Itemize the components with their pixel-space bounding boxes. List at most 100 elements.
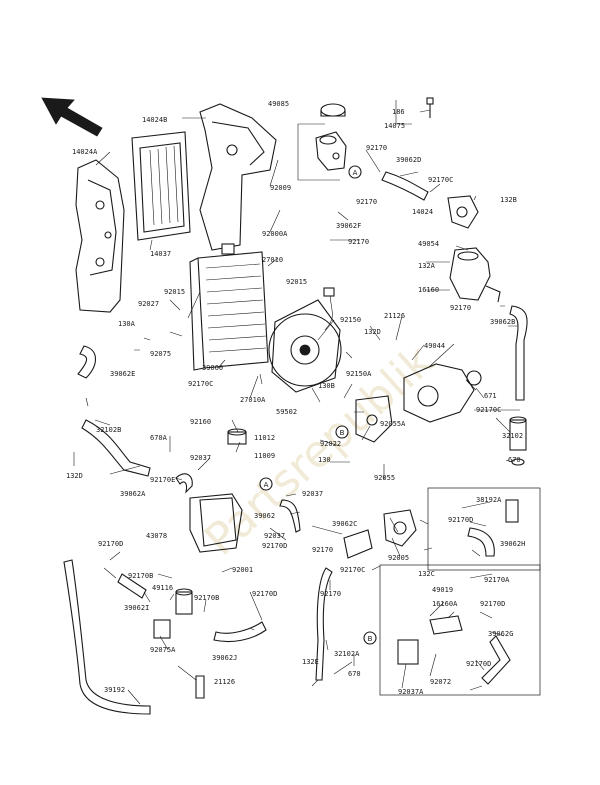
part-label: 92037 (190, 454, 211, 462)
part-label: 21126 (384, 312, 405, 320)
bracket-21126 (195, 675, 205, 699)
thermostat-32102A (383, 509, 417, 547)
part-label: 670 (348, 670, 361, 678)
part-label: 92005 (388, 554, 409, 562)
part-label: 92170 (320, 590, 341, 598)
part-label: 671 (484, 392, 497, 400)
svg-text:B: B (340, 429, 345, 437)
part-label: 92001 (232, 566, 253, 574)
part-label: 92055 (374, 474, 395, 482)
part-label: 92170 (356, 198, 377, 206)
part-label: 32102B (96, 426, 121, 434)
callout-b-bottom: B (363, 631, 377, 645)
part-label: 39062J (212, 654, 237, 662)
part-label: 92170E (150, 476, 175, 484)
pipe-39192 (63, 559, 151, 715)
part-label: 92075A (150, 646, 176, 654)
front-direction-arrow-icon (41, 97, 103, 137)
part-label: 32102A (334, 650, 360, 658)
part-label: 14024B (142, 116, 167, 124)
part-label: 92015 (286, 278, 307, 286)
part-label: 92170D (480, 600, 505, 608)
part-label: 92037 (264, 532, 285, 540)
part-label: 92170 (348, 238, 369, 246)
part-label: 130 (318, 456, 331, 464)
part-label: 32102 (502, 432, 523, 440)
part-label: 27010A (240, 396, 266, 404)
thermostat-cap (449, 247, 501, 303)
hose-39062G (481, 635, 511, 685)
part-label: 39062B (490, 318, 515, 326)
part-label: 21126 (214, 678, 235, 686)
part-label: 49085 (268, 100, 289, 108)
reservoir-tank (189, 493, 243, 553)
part-label: 11012 (254, 434, 275, 442)
part-label: 39062H (500, 540, 525, 548)
part-label: 132D (66, 472, 83, 480)
part-label: 27010 (262, 256, 283, 264)
hose-39062H (467, 527, 495, 557)
part-label: 39062G (488, 630, 513, 638)
part-label: 39062E (110, 370, 135, 378)
part-label: 39062D (396, 156, 421, 164)
part-label: 14024A (72, 148, 98, 156)
leader-lines (73, 100, 520, 705)
part-label: 132D (364, 328, 381, 336)
cooling-fan (268, 287, 342, 393)
pump-cover (355, 395, 393, 443)
part-label: 39062I (124, 604, 149, 612)
part-label: 92170C (428, 176, 453, 184)
part-label: 92037 (302, 490, 323, 498)
bolt-186 (426, 97, 434, 118)
callout-a-bottom: A (259, 477, 273, 491)
part-label: 670 (508, 456, 521, 464)
filler-cap (320, 103, 346, 117)
right-shroud (199, 103, 277, 251)
hose-39062I (117, 573, 147, 599)
part-label: 59502 (276, 408, 297, 416)
part-label: 92160 (190, 418, 211, 426)
inset-frame-right (379, 564, 541, 696)
part-label: 132E (302, 658, 319, 666)
part-label: 39062 (254, 512, 275, 520)
callout-a-top: A (348, 165, 362, 179)
radiator-core (189, 243, 269, 371)
svg-text:A: A (264, 481, 269, 489)
hose-39062 (279, 499, 301, 533)
part-label: 92170 (312, 546, 333, 554)
part-label: 49044 (424, 342, 445, 350)
part-label: 92022 (320, 440, 341, 448)
part-label: 92037A (398, 688, 424, 696)
pipe-32102 (509, 416, 527, 466)
water-pump (403, 363, 482, 423)
part-label: 92072 (430, 678, 451, 686)
hose-39062J (213, 621, 267, 643)
part-label: 39062C (332, 520, 357, 528)
left-shroud (75, 159, 125, 313)
part-label: 49019 (432, 586, 453, 594)
svg-text:A: A (353, 169, 358, 177)
part-label: 670A (150, 434, 168, 442)
part-label: 92170C (188, 380, 213, 388)
part-label: 92000A (262, 230, 288, 238)
hose-39062B (509, 305, 528, 401)
part-label: 92170 (450, 304, 471, 312)
part-label: 92150 (340, 316, 361, 324)
part-label: 92170B (128, 572, 153, 580)
part-label: 43078 (146, 532, 167, 540)
fitting-38192A (505, 499, 519, 523)
part-label: 92009 (270, 184, 291, 192)
part-label: 92015 (164, 288, 185, 296)
part-label: 92170B (194, 594, 219, 602)
part-label: 132B (500, 196, 517, 204)
part-label: 92170D (98, 540, 123, 548)
valve-49019 (429, 615, 463, 635)
part-label: 92170D (466, 660, 491, 668)
cap-92037A (397, 639, 419, 665)
pipe-32102A (315, 567, 333, 681)
part-label: 92170D (448, 516, 473, 524)
part-label: 130B (318, 382, 335, 390)
part-label: 11009 (254, 452, 275, 460)
hose-39062A (175, 473, 193, 494)
